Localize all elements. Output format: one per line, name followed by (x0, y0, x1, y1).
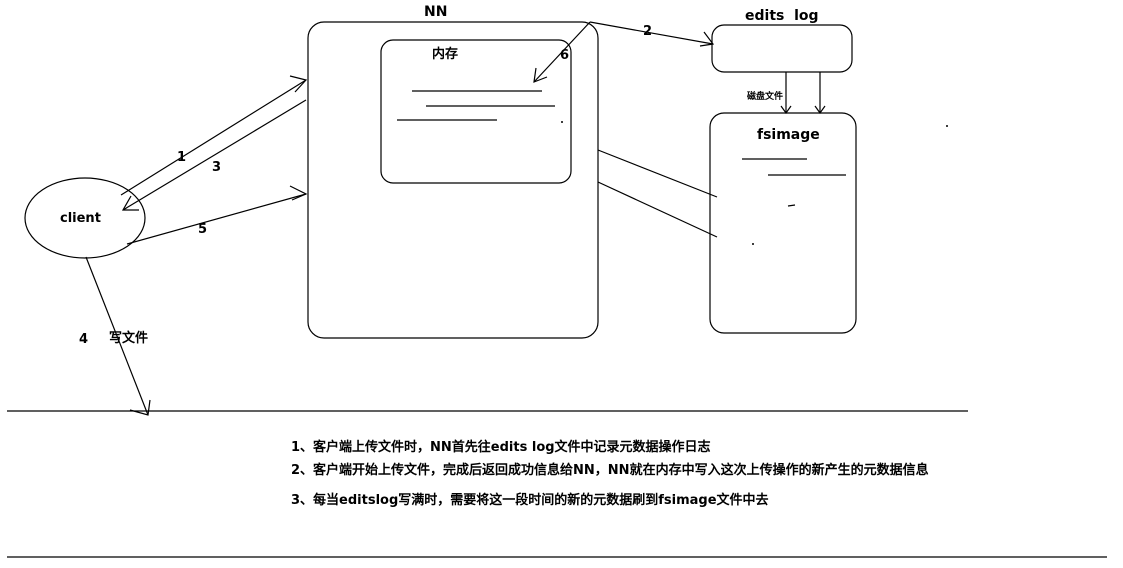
fsimage-box (709, 112, 857, 334)
client-label: client (60, 211, 101, 226)
nn-to-fsimage-line (597, 181, 718, 238)
arrow-6 (533, 21, 591, 83)
nn-title: NN (424, 4, 448, 20)
arrow-1 (120, 79, 307, 196)
fsimage-label: fsimage (757, 127, 820, 143)
step-label-1: 1 (177, 150, 187, 165)
arrow-5 (126, 193, 307, 245)
step-label-3: 3 (212, 160, 222, 175)
memory-label: 内存 (432, 47, 459, 62)
note-line-2: 2、客户端开始上传文件，完成后返回成功信息给NN，NN就在内存中写入这次上传操作… (291, 463, 929, 478)
memory-box (380, 39, 572, 184)
step-label-6: 6 (560, 48, 570, 63)
edits-log-box (711, 24, 853, 73)
note-line-1: 1、客户端上传文件时，NN首先往edits log文件中记录元数据操作日志 (291, 440, 711, 455)
dot-mark (561, 121, 563, 123)
step-label-4: 4 (79, 332, 89, 347)
step-label-5: 5 (198, 222, 208, 237)
edits-log-label: edits log (745, 8, 819, 24)
nn-box (307, 21, 599, 339)
note-line-3: 3、每当editslog写满时，需要将这一段时间的新的元数据刷到fsimage文… (291, 493, 769, 508)
arrow-3 (122, 99, 307, 211)
step-label-2: 2 (643, 24, 653, 39)
client-ellipse (24, 177, 146, 259)
dot-mark (752, 243, 754, 245)
arrow-4 (85, 256, 149, 416)
dot-mark (946, 125, 948, 127)
write-file-label: 写文件 (109, 331, 149, 346)
arrow-2 (589, 21, 714, 45)
fsimage-mark (787, 204, 796, 207)
nn-to-fsimage-line (597, 149, 718, 198)
disk-file-label: 磁盘文件 (747, 92, 784, 102)
